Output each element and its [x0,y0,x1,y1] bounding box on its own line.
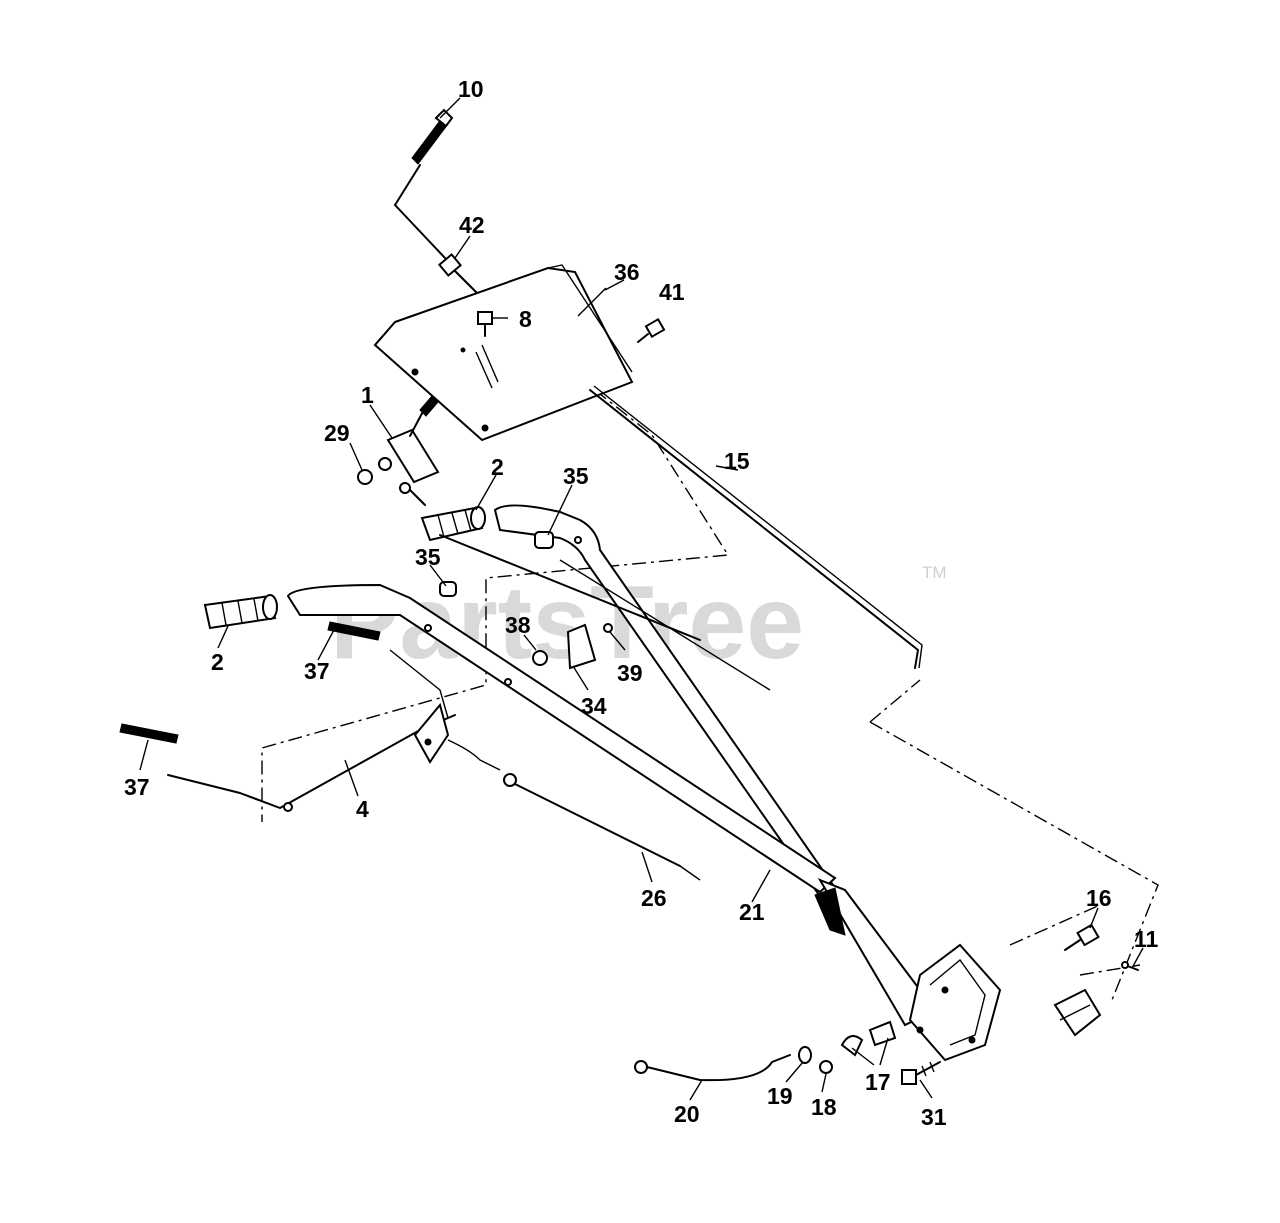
watermark-trademark: TM [922,563,947,582]
bolt-part-31 [901,1061,941,1085]
part-label-18: 18 [811,1094,837,1120]
cable-part-26 [447,739,701,881]
part-label-17: 17 [865,1069,891,1095]
part-label-8: 8 [519,306,532,332]
part-label-42: 42 [459,212,485,238]
lower-handle-left [286,583,837,894]
leader-lines [139,97,1144,1101]
bolt-part-8 [477,311,508,337]
nut-part-18 [819,1060,833,1074]
part-label-19: 19 [767,1083,793,1109]
mounting-bracket [908,943,1002,1062]
nut-part-38 [532,650,548,666]
bolt-part-41 [637,317,666,343]
bracket-part-34 [566,623,597,670]
part-label-37-upper: 37 [304,658,330,684]
dashed-outline [261,389,1159,1001]
part-label-38: 38 [505,612,531,638]
part-label-15: 15 [724,448,750,474]
plates-part-17 [840,1020,897,1057]
control-rod-part-15 [589,385,923,669]
part-label-26: 26 [641,885,667,911]
part-label-36: 36 [614,259,640,285]
part-label-35-lower: 35 [415,544,441,570]
part-label-2-upper: 2 [491,454,504,480]
watermark-text: PartsTree [330,565,804,681]
grip-part-2-upper [420,506,486,542]
part-label-16: 16 [1086,885,1112,911]
part-label-31: 31 [921,1104,947,1130]
part-labels: 10 42 36 41 8 1 29 2 35 15 35 38 39 34 2… [124,76,1159,1130]
control-cable [439,534,771,691]
part-label-10: 10 [458,76,484,102]
hub-bracket [1053,988,1102,1037]
foam-grip-part-37-upper [327,621,381,641]
grip-part-2-lower [203,594,278,630]
part-label-11: 11 [1134,926,1159,952]
part-label-20: 20 [674,1101,700,1127]
bracket-part-1 [378,395,440,506]
cover-plate-part-36 [373,264,634,442]
part-label-39: 39 [617,660,643,686]
part-label-2-lower: 2 [211,649,224,675]
part-label-41: 41 [659,279,685,305]
part-label-1: 1 [361,382,374,408]
side-bracket [413,702,450,764]
part-label-4: 4 [356,796,369,822]
nut-part-35-lower [439,581,457,597]
part-label-21: 21 [739,899,765,925]
nut-part-35-upper [534,531,554,549]
part-label-34: 34 [581,693,607,719]
foam-grip-part-37-lower [119,723,179,744]
washer-part-19 [798,1046,812,1064]
part-label-35-upper: 35 [563,463,589,489]
nut-part-29 [357,469,373,485]
bolt-part-16 [1064,923,1100,951]
spring-rod-part-10 [394,108,479,295]
washer-part-39 [603,623,613,633]
part-label-37-lower: 37 [124,774,150,800]
lever-part-20 [634,1054,791,1082]
part-label-29: 29 [324,420,350,446]
